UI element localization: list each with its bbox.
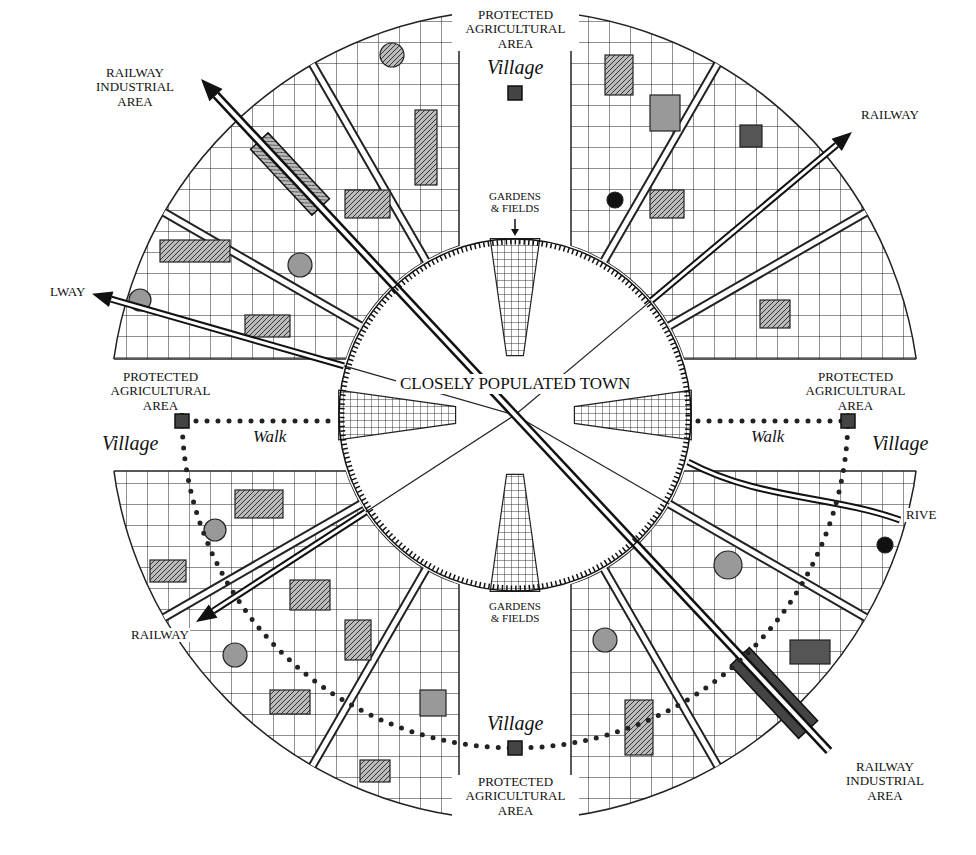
public-building xyxy=(288,253,312,277)
public-building xyxy=(345,190,390,218)
tree-walk xyxy=(196,419,335,424)
public-building xyxy=(607,192,623,208)
ward-line xyxy=(366,415,515,512)
public-building xyxy=(160,240,230,262)
public-building xyxy=(714,551,742,579)
pointer-arrow xyxy=(511,229,519,236)
railway-line xyxy=(111,299,344,366)
town-outline xyxy=(342,242,688,588)
river xyxy=(688,462,900,520)
public-building xyxy=(150,560,186,582)
town-label: CLOSELY POPULATED TOWN xyxy=(396,374,634,394)
public-building xyxy=(204,519,226,541)
public-building xyxy=(790,640,830,664)
public-building xyxy=(740,125,762,147)
public-building xyxy=(593,628,617,652)
boulevard xyxy=(164,64,865,765)
village-square xyxy=(508,741,522,755)
town-outline xyxy=(339,239,691,591)
railway-label: LWAY xyxy=(49,285,86,299)
railway-arrowhead xyxy=(92,292,113,307)
railway-arrowhead xyxy=(832,132,852,151)
railway-line xyxy=(651,145,836,301)
ward-edge xyxy=(684,470,916,472)
village-label: Village xyxy=(486,56,544,78)
public-building xyxy=(345,620,371,660)
public-building xyxy=(290,580,330,610)
boulevard xyxy=(164,64,865,765)
river-label: RIVE xyxy=(905,508,937,522)
gardens-wedge xyxy=(574,390,691,440)
region-label: PROTECTED AGRICULTURAL AREA xyxy=(452,8,579,51)
railway-arrowhead xyxy=(92,79,852,622)
railway-line xyxy=(213,512,366,611)
public-building xyxy=(245,315,290,337)
village-label: Village xyxy=(871,432,929,454)
public-building xyxy=(380,43,404,67)
tree-walk xyxy=(182,415,848,748)
public-building xyxy=(270,690,310,714)
ward-line xyxy=(515,415,669,504)
public-building xyxy=(360,760,390,782)
walk-label: Walk xyxy=(252,428,287,447)
industrial-label: RAILWAY INDUSTRIAL AREA xyxy=(829,760,941,803)
public-building xyxy=(420,690,446,716)
river xyxy=(688,462,900,520)
village-square xyxy=(841,414,855,428)
public-building xyxy=(235,490,283,518)
public-building xyxy=(605,55,633,95)
tree-walk xyxy=(182,415,848,748)
walk-label: Walk xyxy=(750,428,785,447)
public-building xyxy=(877,537,893,553)
gardens-wedge xyxy=(339,390,456,440)
railway-line xyxy=(651,145,836,301)
ward-edge xyxy=(684,358,916,360)
boulevard xyxy=(164,64,865,765)
railway-line xyxy=(216,95,829,751)
public-building xyxy=(650,190,684,218)
village-square xyxy=(175,86,855,755)
gardens-label: GARDENS & FIELDS xyxy=(485,600,545,624)
gardens-wedge xyxy=(490,239,540,356)
railway-line xyxy=(111,299,344,366)
public-building xyxy=(223,643,247,667)
town-outline xyxy=(337,237,693,593)
town-circle: CLOSELY POPULATED TOWN xyxy=(337,237,693,593)
railway-label: RAILWAY xyxy=(130,628,190,642)
gardens-wedge xyxy=(490,474,540,591)
region-label: PROTECTED AGRICULTURAL AREA xyxy=(792,370,919,413)
pointer-arrow xyxy=(511,219,519,236)
ward-line xyxy=(515,301,651,415)
river xyxy=(688,462,900,520)
railway-label: RAILWAY xyxy=(860,108,920,122)
village-label: Village xyxy=(486,712,544,734)
industrial-label: RAILWAY INDUSTRIAL AREA xyxy=(79,66,191,109)
village-square xyxy=(508,86,522,100)
public-building xyxy=(760,300,790,328)
region-label: PROTECTED AGRICULTURAL AREA xyxy=(97,370,224,413)
railway-line xyxy=(213,512,366,611)
public-building xyxy=(650,95,680,131)
railway-line xyxy=(216,95,829,751)
public-building xyxy=(129,43,893,782)
ward-edge xyxy=(114,14,916,816)
village-label: Village xyxy=(101,432,159,454)
gardens-label: GARDENS & FIELDS xyxy=(485,190,545,214)
region-label: PROTECTED AGRICULTURAL AREA xyxy=(452,775,579,818)
pointer-arrow xyxy=(514,219,516,230)
tree-walk xyxy=(698,419,842,424)
railway-arrowhead xyxy=(201,79,223,101)
railway-line xyxy=(111,95,837,751)
railway-arrowhead xyxy=(196,604,218,622)
village-square xyxy=(175,414,189,428)
ward-edge xyxy=(114,470,346,472)
public-building xyxy=(415,110,437,185)
